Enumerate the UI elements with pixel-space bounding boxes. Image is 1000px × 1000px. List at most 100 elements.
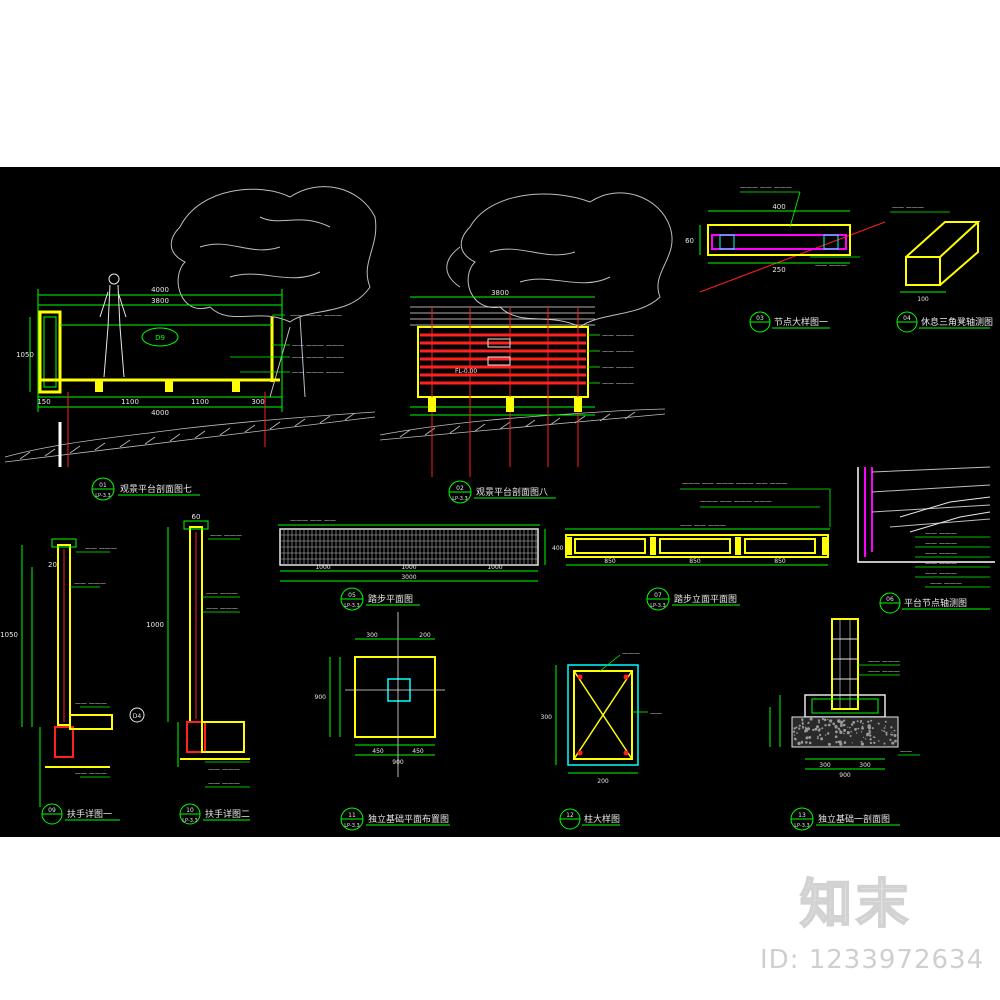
panel-02-deck: FL-0.00 3800 <box>410 289 595 477</box>
panel-number: 07 <box>654 592 662 599</box>
note-text: —— ——— <box>868 658 900 665</box>
note-text: ——— —— —— <box>290 517 336 524</box>
panel-09-title: 09 扶手详图一 <box>41 803 120 825</box>
panel-title: 平台节点轴测图 <box>904 597 967 609</box>
panel-title: 踏步立面平面图 <box>674 593 737 605</box>
detail-tag: D9 <box>155 334 165 342</box>
note-text: —— ——— <box>208 766 240 773</box>
dim-label: 1000 <box>401 564 416 571</box>
panel-number: 11 <box>348 812 356 819</box>
note-text: —— ——— ——— <box>292 354 344 361</box>
panel-number: 02 <box>456 485 464 492</box>
dim-label: 450 <box>372 748 384 755</box>
panel-01-platform <box>38 310 280 467</box>
dim-label: 850 <box>604 558 616 565</box>
note-text: —— ——— <box>925 550 957 557</box>
note-text: ——— —— ——— ——— —— ——— <box>682 480 788 487</box>
layer-label: FL-0.00 <box>455 368 477 375</box>
note-text: ——— —— ——— <box>740 184 792 191</box>
panel-ref: LP-3.3 <box>95 493 110 499</box>
panel-title: 独立基础一剖面图 <box>818 813 890 825</box>
dim-label: 400 <box>772 203 785 211</box>
dim-label: 300 <box>541 714 553 721</box>
note-text: —— ——— ——— <box>292 369 344 376</box>
dim-label: 3000 <box>401 574 416 581</box>
panel-11-foundation-plan: 300 200 450 450 900 900 11 LP-3.3 独立基础平面… <box>315 612 450 831</box>
panel-title: 扶手详图二 <box>205 808 250 820</box>
panel-title: 节点大样图一 <box>774 316 828 328</box>
note-text: ——— <box>622 650 640 657</box>
panel-02-leaders <box>588 334 600 384</box>
note-text: —— ——— <box>210 532 242 539</box>
dim-label: 300 <box>366 632 378 639</box>
dim-label: 1050 <box>0 631 18 639</box>
panel-07-step-elevation: —— —— ——— 850 850 850 07 LP-3.3 踏步立面平面图 <box>565 522 830 611</box>
tree-outline-right <box>446 192 673 328</box>
note-text: —— ——— <box>75 700 107 707</box>
dim-label: 4000 <box>151 286 169 294</box>
dim-label: 300 <box>859 762 871 769</box>
note-text: —— ——— <box>602 348 634 355</box>
dim-label: 4000 <box>151 409 169 417</box>
panel-title: 踏步平面图 <box>368 593 413 605</box>
panel-number: 01 <box>99 482 107 489</box>
dim-label: 850 <box>689 558 701 565</box>
panel-ref: LP-3.3 <box>452 496 467 502</box>
note-text: —— ——— <box>815 262 847 269</box>
panel-11-title: 11 LP-3.3 独立基础平面布置图 <box>340 807 450 831</box>
note-text: —— ——— <box>74 580 106 587</box>
panel-10-title: 10 LP-3.3 扶手详图二 <box>179 803 250 825</box>
panel-ref: LP-3.3 <box>650 603 665 609</box>
dim-label: 300 <box>251 398 264 406</box>
dim-label: 150 <box>37 398 50 406</box>
panel-03-title: 03 节点大样图一 <box>749 311 830 333</box>
panel-03-leaders <box>740 191 860 258</box>
panel-05-step-plan: ——— —— —— 1000 1000 1000 3000 400 05 LP-… <box>278 517 564 611</box>
dim-label: 400 <box>552 545 564 552</box>
panel-13-foundation-section: 300 300 900 —— ——— —— ——— —— 13 LP-3.3 独… <box>769 618 920 831</box>
panel-number: 04 <box>903 315 911 322</box>
note-text: —— ——— <box>892 204 924 211</box>
dim-label: 60 <box>192 513 201 521</box>
gravel-hatch <box>792 717 897 746</box>
panel-10-handrail-detail: 1000 60 —— ——— —— ——— —— ——— —— ——— —— —… <box>146 513 250 825</box>
note-text: —— ——— <box>925 570 957 577</box>
panel-09-handrail-detail: 1050 20 —— ——— —— ——— —— ——— —— ——— D4 0… <box>0 538 145 825</box>
dim-label: 3800 <box>151 297 169 305</box>
dim-label: 900 <box>839 772 851 779</box>
detail-tag: D4 <box>133 713 142 720</box>
panel-06-title: 06 平台节点轴测图 <box>879 592 990 614</box>
note-text: —— ——— <box>868 668 900 675</box>
note-text: —— ——— <box>208 780 240 787</box>
brand-logo-text: 知末 <box>799 874 913 936</box>
panel-ref: LP-3.3 <box>794 823 809 829</box>
note-text: —— <box>900 748 912 755</box>
dim-label: 60 <box>685 237 694 245</box>
note-text: ——— —— ——— ——— <box>700 498 772 505</box>
dim-label: 200 <box>597 778 609 785</box>
dim-label: 20 <box>48 561 57 569</box>
dim-label: 1000 <box>315 564 330 571</box>
panel-number: 03 <box>756 315 764 322</box>
dim-label: 250 <box>772 266 785 274</box>
panel-02-title: 02 LP-3.3 观景平台剖面图八 <box>448 480 556 504</box>
cad-drawing-sheet: —— ——— ——— —— ——— ——— —— ——— ——— —— ——— … <box>0 167 1000 837</box>
note-text: —— ——— <box>206 590 238 597</box>
panel-number: 12 <box>566 812 574 819</box>
panel-title: 观景平台剖面图八 <box>476 486 548 498</box>
note-text: —— ——— <box>930 580 962 587</box>
panel-06-platform-axonometric: —— ——— —— ——— —— ——— —— ——— —— ——— —— ——… <box>857 466 995 614</box>
note-text: —— ——— <box>206 605 238 612</box>
panel-07-title: 07 LP-3.3 踏步立面平面图 <box>646 587 740 611</box>
note-text: —— <box>650 710 662 717</box>
panel-02-section-eight: FL-0.00 3800 —— ——— —— ——— —— ——— —— ———… <box>379 192 673 504</box>
note-text: —— ——— <box>925 540 957 547</box>
dim-label: 1100 <box>121 398 139 406</box>
panel-03-node-detail: 400 250 60 ——— —— ——— —— ——— 03 节点大样图一 <box>685 184 886 333</box>
dim-label: 850 <box>774 558 786 565</box>
panel-number: 05 <box>348 592 356 599</box>
tree-outline-left <box>170 186 377 398</box>
note-text: —— —— ——— <box>680 522 726 529</box>
dim-label: 1100 <box>191 398 209 406</box>
note-text: —— ——— ——— <box>292 342 344 349</box>
